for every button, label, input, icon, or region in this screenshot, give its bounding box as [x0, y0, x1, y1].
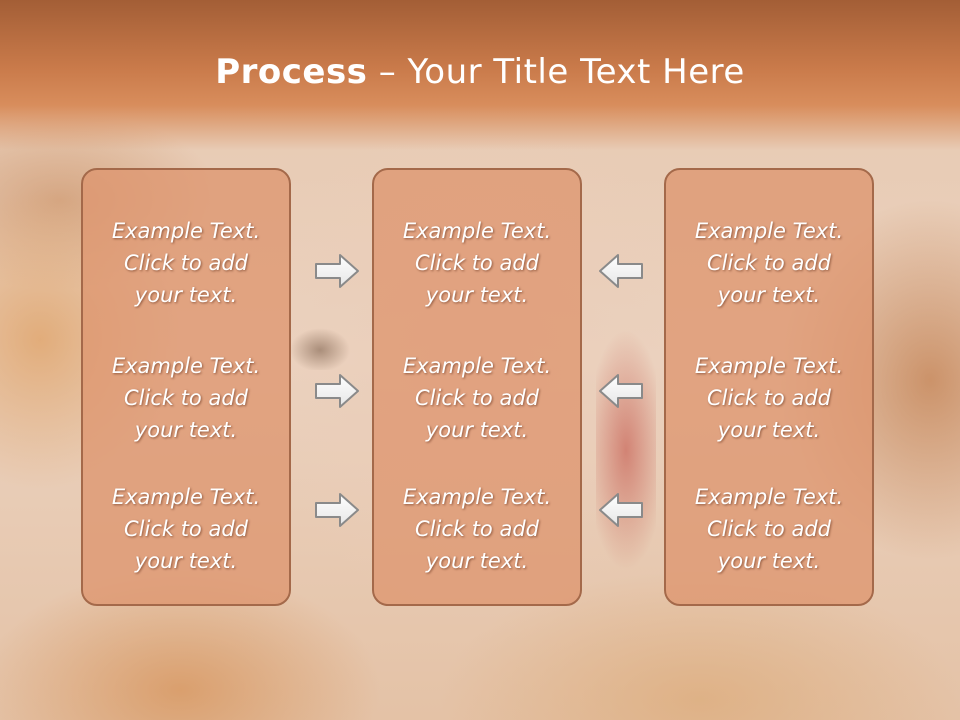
text-line: Click to add: [706, 251, 831, 275]
text-line: Example Text.: [111, 219, 261, 243]
left-arrow-icon: [599, 254, 643, 288]
text-line: your text.: [425, 283, 529, 307]
text-line: your text.: [134, 418, 238, 442]
right-arrow-icon: [315, 254, 359, 288]
text-line: Example Text.: [402, 485, 552, 509]
text-line: your text.: [425, 549, 529, 573]
background-eye: [290, 300, 360, 370]
right-arrow-icon: [315, 493, 359, 527]
title-rest: – Your Title Text Here: [367, 52, 745, 92]
box-text-item[interactable]: Example Text. Click to add your text.: [374, 481, 580, 577]
box-text-item[interactable]: Example Text. Click to add your text.: [374, 215, 580, 311]
process-box-2[interactable]: Example Text. Click to add your text. Ex…: [372, 168, 582, 606]
box-text-item[interactable]: Example Text. Click to add your text.: [83, 481, 289, 577]
process-box-1[interactable]: Example Text. Click to add your text. Ex…: [81, 168, 291, 606]
text-line: Click to add: [706, 386, 831, 410]
text-line: Example Text.: [111, 354, 261, 378]
text-line: your text.: [134, 283, 238, 307]
left-arrow-icon: [599, 374, 643, 408]
text-line: Click to add: [123, 517, 248, 541]
text-line: Click to add: [414, 386, 539, 410]
text-line: Example Text.: [694, 219, 844, 243]
title-bar: [0, 0, 960, 150]
text-line: Click to add: [414, 517, 539, 541]
text-line: Click to add: [706, 517, 831, 541]
text-line: your text.: [717, 549, 821, 573]
process-box-3[interactable]: Example Text. Click to add your text. Ex…: [664, 168, 874, 606]
box-text-item[interactable]: Example Text. Click to add your text.: [666, 481, 872, 577]
text-line: Click to add: [414, 251, 539, 275]
box-text-item[interactable]: Example Text. Click to add your text.: [666, 350, 872, 446]
box-text-item[interactable]: Example Text. Click to add your text.: [83, 215, 289, 311]
text-line: Click to add: [123, 251, 248, 275]
text-line: Example Text.: [694, 354, 844, 378]
text-line: your text.: [717, 283, 821, 307]
text-line: your text.: [425, 418, 529, 442]
text-line: Example Text.: [402, 354, 552, 378]
box-text-item[interactable]: Example Text. Click to add your text.: [374, 350, 580, 446]
text-line: Example Text.: [111, 485, 261, 509]
box-text-item[interactable]: Example Text. Click to add your text.: [666, 215, 872, 311]
right-arrow-icon: [315, 374, 359, 408]
box-text-item[interactable]: Example Text. Click to add your text.: [83, 350, 289, 446]
title-bold: Process: [215, 52, 368, 92]
text-line: Click to add: [123, 386, 248, 410]
text-line: your text.: [717, 418, 821, 442]
slide-title[interactable]: Process – Your Title Text Here: [0, 52, 960, 92]
background-lips: [596, 320, 656, 580]
text-line: Example Text.: [694, 485, 844, 509]
text-line: your text.: [134, 549, 238, 573]
left-arrow-icon: [599, 493, 643, 527]
text-line: Example Text.: [402, 219, 552, 243]
